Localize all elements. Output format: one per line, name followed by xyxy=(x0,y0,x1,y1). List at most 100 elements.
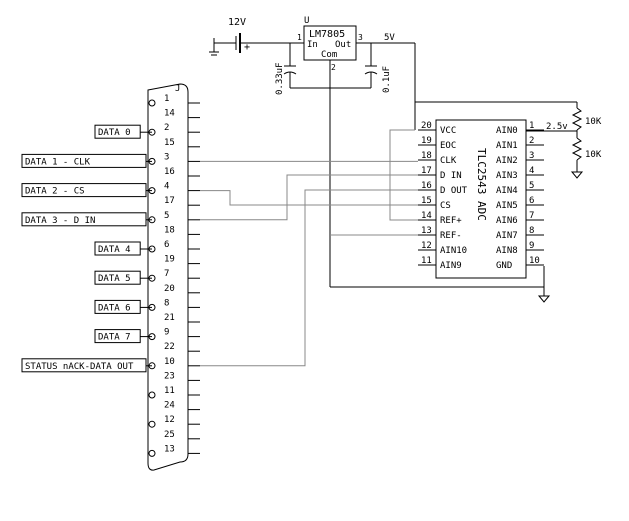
battery-group: 12V + xyxy=(209,17,304,56)
connector-pin-icon xyxy=(148,391,156,399)
signal-label: DATA 7 xyxy=(94,329,152,344)
regulator: U LM7805 In Out Com 1 3 2 xyxy=(297,16,415,88)
divider-tap-label: 2.5v xyxy=(546,122,568,132)
voltage-divider: 10K 10K 2.5v xyxy=(526,102,602,179)
adc-pin-name: AIN1 xyxy=(496,141,518,151)
resistor-r2-icon xyxy=(571,137,583,161)
connector-designator: J xyxy=(175,84,180,94)
resistor-r1-value: 10K xyxy=(585,117,602,127)
adc-part-label: TLC2543 ADC xyxy=(475,148,488,221)
adc-pin-name: AIN2 xyxy=(496,156,518,166)
capacitor-c1: 0.33uF xyxy=(275,43,297,95)
adc-pin-number: 3 xyxy=(529,151,534,161)
signal-label-text: DATA 0 xyxy=(98,128,131,138)
connector-pin-number: 7 xyxy=(164,269,169,279)
wire xyxy=(200,190,418,206)
adc-pin-number: 7 xyxy=(529,211,534,221)
battery-voltage-label: 12V xyxy=(228,17,246,28)
adc-pin-number: 5 xyxy=(529,181,534,191)
adc-ground-icon xyxy=(537,295,551,303)
adc-pin-name: CS xyxy=(440,201,451,211)
connector-pin-number: 2 xyxy=(164,123,169,133)
signal-label-text: DATA 1 - CLK xyxy=(25,157,91,167)
adc-pin-number: 6 xyxy=(529,196,534,206)
adc-pin-name: AIN4 xyxy=(496,186,518,196)
connector-pin-number: 10 xyxy=(164,357,175,367)
signal-label: DATA 3 - D IN xyxy=(21,212,152,227)
wire xyxy=(200,189,418,367)
resistor-r1-icon xyxy=(571,107,583,131)
signal-label: DATA 4 xyxy=(94,241,152,256)
adc-pin-name: AIN10 xyxy=(440,246,467,256)
adc-pin-number: 8 xyxy=(529,226,534,236)
signal-label: DATA 6 xyxy=(94,299,152,314)
signal-label: STATUS nACK-DATA OUT xyxy=(21,358,152,373)
signal-label-text: DATA 4 xyxy=(98,245,131,255)
connector-pin-number: 3 xyxy=(164,152,169,162)
adc-pin-name: EOC xyxy=(440,141,456,151)
adc-pin-name: AIN5 xyxy=(496,201,518,211)
adc-pin-number: 10 xyxy=(529,256,540,266)
rail-label: 5V xyxy=(384,33,395,43)
adc-pin-number: 12 xyxy=(421,241,432,251)
connector-pin-number: 23 xyxy=(164,371,175,381)
connector-pin-number: 9 xyxy=(164,328,169,338)
signal-label-text: DATA 3 - D IN xyxy=(25,216,95,226)
connector-pin-icon xyxy=(148,99,156,107)
connector-pin-icon xyxy=(148,449,156,457)
adc-pin-number: 2 xyxy=(529,136,534,146)
adc-pin-number: 11 xyxy=(421,256,432,266)
connector-pin-number: 1 xyxy=(164,94,169,104)
connector-pin-number: 14 xyxy=(164,109,175,119)
connector-pin-number: 22 xyxy=(164,342,175,352)
connector-pin-number: 12 xyxy=(164,415,175,425)
signal-label: DATA 1 - CLK xyxy=(21,153,152,168)
adc-pin-name: AIN0 xyxy=(496,126,518,136)
signal-label-text: DATA 2 - CS xyxy=(25,187,85,197)
wire xyxy=(389,129,418,221)
connector-pin-number: 17 xyxy=(164,196,175,206)
connector-pin-number: 24 xyxy=(164,401,175,411)
capacitor-c2-value: 0.1uF xyxy=(382,66,392,93)
adc-pin-name: AIN8 xyxy=(496,246,518,256)
resistor-r2-value: 10K xyxy=(585,150,602,160)
connector-pin-number: 19 xyxy=(164,255,175,265)
adc-pin-number: 1 xyxy=(529,121,534,131)
connector-pin-number: 13 xyxy=(164,444,175,454)
adc-pin-number: 13 xyxy=(421,226,432,236)
adc-pin-number: 20 xyxy=(421,121,432,131)
adc-pin-number: 19 xyxy=(421,136,432,146)
regulator-pin-com: 2 xyxy=(331,63,336,72)
regulator-part: LM7805 xyxy=(309,29,345,40)
adc-pin-number: 17 xyxy=(421,166,432,176)
signal-label: DATA 0 xyxy=(94,124,152,139)
regulator-pin-out: 3 xyxy=(358,33,363,42)
signal-label-text: DATA 6 xyxy=(98,303,131,313)
connector-pin-number: 11 xyxy=(164,386,175,396)
connector-pin-number: 16 xyxy=(164,167,175,177)
battery-plus-sign: + xyxy=(244,42,250,53)
signal-label-text: DATA 5 xyxy=(98,274,131,284)
signal-label: DATA 5 xyxy=(94,270,152,285)
connector-pin-number: 8 xyxy=(164,298,169,308)
adc-pin-number: 9 xyxy=(529,241,534,251)
adc-pin-name: AIN3 xyxy=(496,171,518,181)
connector-pin-number: 5 xyxy=(164,211,169,221)
connector-pin-number: 20 xyxy=(164,284,175,294)
regulator-designator: U xyxy=(304,16,309,26)
connector-pin-number: 6 xyxy=(164,240,169,250)
connector-pin-number: 4 xyxy=(164,182,169,192)
db25-connector: J 11421531641751861972082192210231124122… xyxy=(147,83,200,471)
adc-pin-name: D OUT xyxy=(440,186,468,196)
regulator-in-label: In xyxy=(307,40,318,50)
adc-pin-name: CLK xyxy=(440,156,457,166)
adc-pin-name: REF+ xyxy=(440,216,462,226)
connector-pin-number: 15 xyxy=(164,138,175,148)
adc-pin-number: 4 xyxy=(529,166,534,176)
adc-pin-number: 18 xyxy=(421,151,432,161)
adc-pin-number: 14 xyxy=(421,211,432,221)
signal-label: DATA 2 - CS xyxy=(21,183,152,198)
wire xyxy=(200,174,418,221)
